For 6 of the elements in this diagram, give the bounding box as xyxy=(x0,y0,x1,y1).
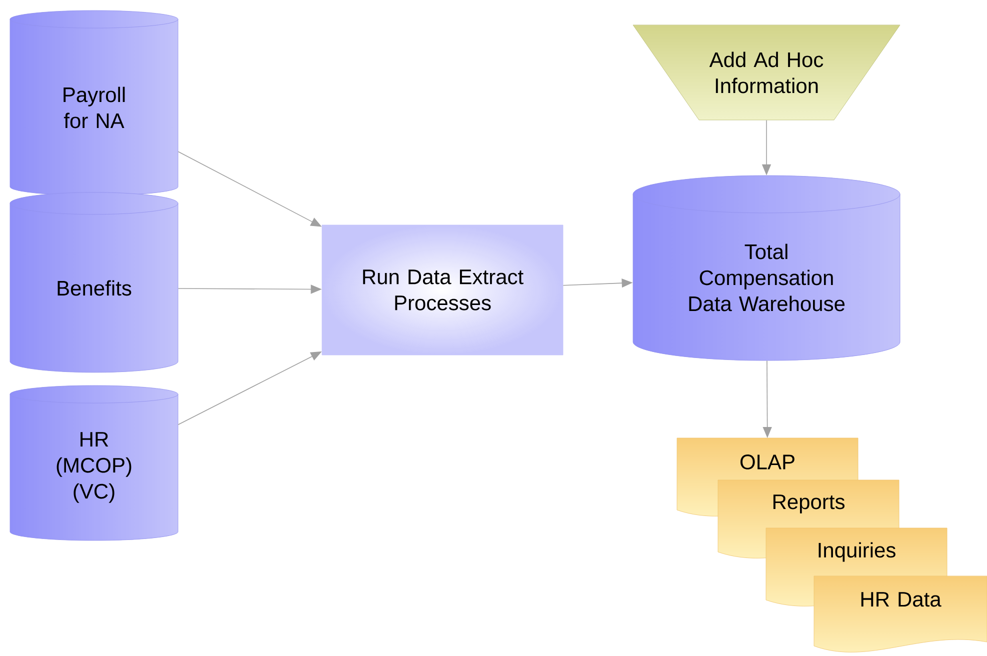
input-trapezoid: Add Ad Hoc Information xyxy=(632,24,900,120)
database-cylinder: Payroll for NA xyxy=(10,10,178,196)
process-box: Run Data Extract Processes xyxy=(322,224,564,356)
database-cylinder: Total Compensation Data Warehouse xyxy=(632,175,900,361)
database-cylinder: HR (MCOP) (VC) xyxy=(10,385,178,541)
database-cylinder: Benefits xyxy=(10,192,178,373)
